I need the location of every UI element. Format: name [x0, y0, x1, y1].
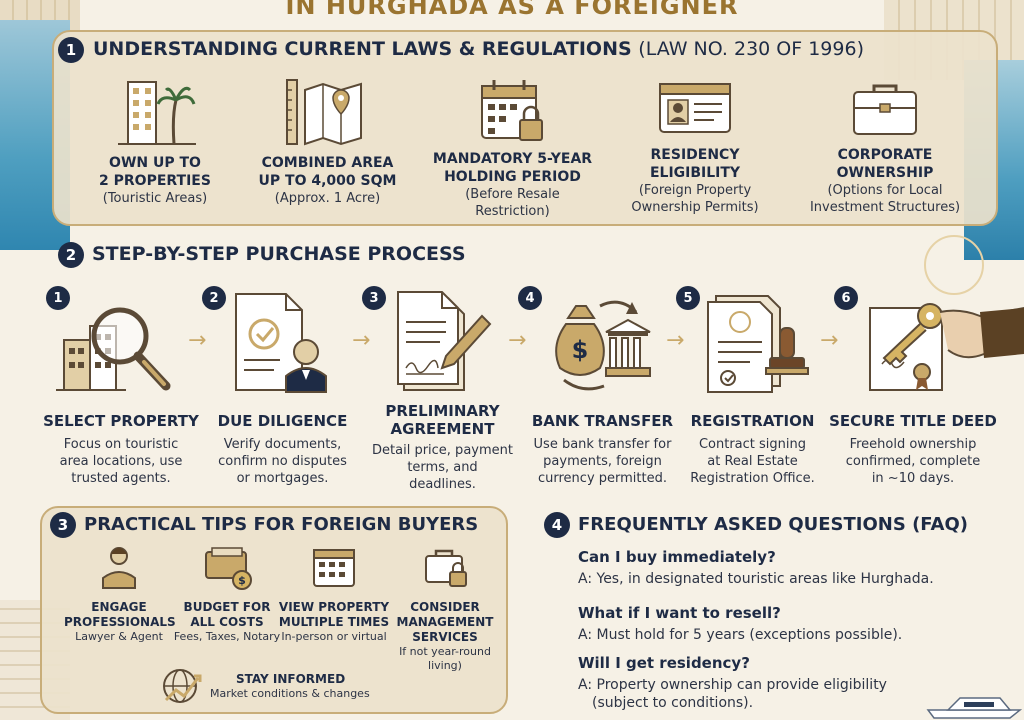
tip-view-property: VIEW PROPERTY MULTIPLE TIMES In-person o…: [278, 544, 390, 644]
wallet-coin-icon: $: [205, 547, 252, 590]
step-number-5: 5: [676, 286, 700, 310]
law-card-residency: RESIDENCY ELIGIBILITY (Foreign Property …: [610, 76, 780, 216]
faq-item-residency: Will I get residency? A: Property owners…: [578, 654, 887, 711]
map-pin-icon: [285, 79, 362, 146]
id-card-icon: [659, 83, 731, 133]
section-number-4: 4: [544, 512, 570, 538]
laws-section-title: UNDERSTANDING CURRENT LAWS & REGULATIONS…: [93, 38, 864, 60]
tip-engage-professionals: ENGAGE PROFESSIONALS Lawyer & Agent: [64, 544, 176, 644]
stamp-contract-icon: [707, 295, 809, 393]
step-number-3: 3: [362, 286, 386, 310]
money-bank-icon: $: [555, 300, 651, 391]
step-number-2: 2: [202, 286, 226, 310]
svg-text:$: $: [238, 574, 246, 587]
step-number-4: 4: [518, 286, 542, 310]
faq-item-resell: What if I want to resell? A: Must hold f…: [578, 604, 903, 643]
step-number-1: 1: [46, 286, 70, 310]
building-palm-icon: [118, 81, 196, 145]
law-card-holding: MANDATORY 5-YEAR HOLDING PERIOD (Before …: [425, 76, 600, 220]
professional-person-icon: [102, 547, 136, 589]
key-deed-icon: [869, 303, 1024, 391]
section-number-2: 2: [58, 242, 84, 268]
step-arrow-5: →: [820, 328, 839, 353]
briefcase-icon: [853, 84, 917, 135]
tips-section-title: PRACTICAL TIPS FOR FOREIGN BUYERS: [84, 514, 479, 535]
step-registration: REGISTRATION Contract signing at Real Es…: [690, 412, 815, 486]
sun-icon: [924, 235, 984, 295]
step-arrow-4: →: [666, 328, 685, 353]
page-title: IN HURGHADA AS A FOREIGNER: [285, 0, 739, 20]
step-title-deed: SECURE TITLE DEED Freehold ownership con…: [829, 412, 997, 486]
process-section-title: STEP-BY-STEP PURCHASE PROCESS: [92, 243, 466, 265]
chart-globe-icon: [163, 669, 202, 703]
step-due-diligence: DUE DILIGENCE Verify documents, confirm …: [217, 412, 348, 486]
tip-management-services: CONSIDER MANAGEMENT SERVICES If not year…: [390, 544, 500, 673]
step-number-6: 6: [834, 286, 858, 310]
step-arrow-3: →: [508, 328, 527, 353]
law-card-properties: OWN UP TO 2 PROPERTIES (Touristic Areas): [80, 76, 230, 207]
briefcase-lock-icon: [425, 549, 467, 587]
tip-budget-costs: $ BUDGET FOR ALL COSTS Fees, Taxes, Nota…: [172, 544, 282, 644]
step-arrow-1: →: [188, 328, 207, 353]
faq-section-title: FREQUENTLY ASKED QUESTIONS (FAQ): [578, 514, 968, 535]
section-number-1: 1: [58, 37, 84, 63]
document-check-person-icon: [235, 293, 327, 393]
step-bank-transfer: BANK TRANSFER Use bank transfer for paym…: [531, 412, 674, 486]
faq-item-buy: Can I buy immediately? A: Yes, in design…: [578, 548, 934, 587]
section-number-3: 3: [50, 512, 76, 538]
calendar-lock-icon: [480, 80, 543, 141]
svg-text:$: $: [572, 336, 589, 364]
step-select-property: SELECT PROPERTY Focus on touristic area …: [43, 412, 199, 486]
tips-panel: [40, 506, 508, 714]
law-card-area: COMBINED AREA UP TO 4,000 SQM (Approx. 1…: [250, 76, 405, 207]
magnifier-building-icon: [56, 307, 171, 391]
step-arrow-2: →: [352, 328, 371, 353]
yacht-icon: [926, 697, 1023, 719]
calendar-icon: [313, 549, 355, 587]
signed-agreement-icon: [397, 291, 492, 391]
tip-stay-informed: STAY INFORMED Market conditions & change…: [210, 672, 370, 700]
law-card-corporate: CORPORATE OWNERSHIP (Options for Local I…: [790, 76, 980, 216]
step-preliminary-agreement: PRELIMINARY AGREEMENT Detail price, paym…: [372, 402, 513, 492]
